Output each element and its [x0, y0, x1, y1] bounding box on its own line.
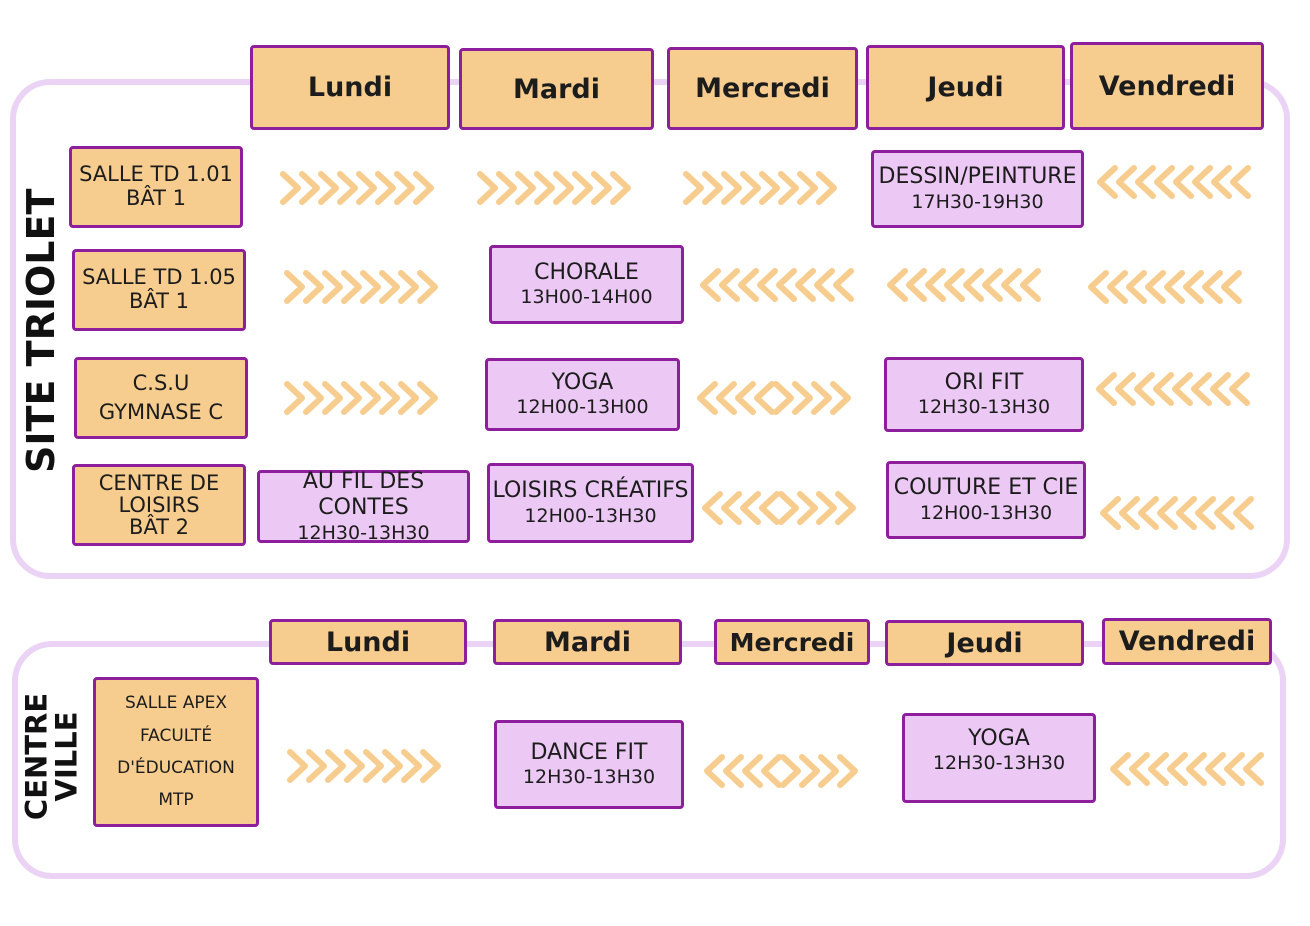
- activity-title: COUTURE ET CIE: [893, 475, 1079, 501]
- arrow-converge-chevrons-icon: [699, 487, 864, 529]
- arrow-left-chevrons-icon: [697, 264, 862, 306]
- day-header-jeudi: Jeudi: [885, 620, 1084, 666]
- day-header-mercredi: Mercredi: [714, 619, 870, 665]
- day-header-jeudi: Jeudi: [866, 45, 1065, 130]
- room-line: LOISIRS: [118, 492, 200, 517]
- site-triolet-label: SITE TRIOLET: [19, 188, 64, 473]
- arrow-right-chevrons-icon: [284, 745, 449, 787]
- activity-title: AU FIL DES CONTES: [302, 468, 425, 521]
- day-header-mardi: Mardi: [459, 48, 654, 130]
- activity-hours: 12H30-13H30: [522, 766, 656, 789]
- arrow-left-chevrons-icon: [1097, 492, 1262, 534]
- arrow-converge-chevrons-icon: [701, 750, 866, 792]
- room-line: BÂT 2: [128, 515, 189, 540]
- activity-chorale[interactable]: CHORALE 13H00-14H00: [489, 245, 684, 324]
- arrow-left-chevrons-icon: [1094, 161, 1259, 203]
- activity-hours: 12H30-13H30: [917, 396, 1051, 419]
- activity-hours: 12H30-13H30: [297, 521, 430, 544]
- arrow-left-chevrons-icon: [1107, 748, 1272, 790]
- arrow-right-chevrons-icon: [680, 167, 845, 209]
- room-centre-loisirs: CENTRE DE LOISIRS BÂT 2: [72, 464, 246, 546]
- day-header-lundi: Lundi: [250, 45, 450, 130]
- room-line: SALLE TD 1.05: [82, 265, 236, 290]
- day-header-vendredi: Vendredi: [1070, 42, 1264, 130]
- activity-hours: 17H30-19H30: [911, 190, 1044, 213]
- activity-hours: 13H00-14H00: [520, 286, 653, 309]
- room-salle-td-105: SALLE TD 1.05 BÂT 1: [72, 249, 246, 331]
- arrow-left-chevrons-icon: [1085, 266, 1250, 308]
- activity-dessin-peinture[interactable]: DESSIN/PEINTURE 17H30-19H30: [871, 150, 1084, 228]
- activity-ori-fit[interactable]: ORI FIT 12H30-13H30: [884, 357, 1084, 432]
- room-line: CENTRE DE: [98, 470, 220, 495]
- day-header-lundi: Lundi: [269, 619, 467, 665]
- day-header-mercredi: Mercredi: [667, 47, 858, 130]
- arrow-left-chevrons-icon: [884, 264, 1049, 306]
- room-line: BÂT 1: [128, 289, 189, 313]
- activity-title: YOGA: [551, 369, 614, 395]
- room-line: GYMNASE C: [98, 400, 224, 424]
- activity-au-fil-des-contes[interactable]: AU FIL DES CONTES 12H30-13H30: [257, 468, 470, 544]
- activity-title: DANCE FIT: [530, 739, 648, 765]
- activity-title: DESSIN/PEINTURE: [878, 164, 1077, 190]
- activity-hours: 12H30-13H30: [932, 752, 1066, 775]
- arrow-converge-chevrons-icon: [694, 377, 859, 419]
- centre-ville-label-line2: VILLE: [50, 711, 84, 802]
- activity-title: CHORALE: [534, 259, 639, 285]
- activity-dance-fit[interactable]: DANCE FIT 12H30-13H30: [494, 720, 684, 809]
- activity-couture-et-cie[interactable]: COUTURE ET CIE 12H00-13H30: [886, 461, 1086, 539]
- activity-loisirs-creatifs[interactable]: LOISIRS CRÉATIFS 12H00-13H30: [487, 463, 694, 543]
- activity-hours: 12H00-13H30: [524, 504, 657, 527]
- room-line: MTP: [158, 790, 194, 811]
- day-header-vendredi: Vendredi: [1102, 618, 1272, 665]
- room-line: BÂT 1: [125, 186, 186, 210]
- room-line: C.S.U: [132, 370, 190, 395]
- arrow-right-chevrons-icon: [474, 167, 639, 209]
- centre-ville-label: CENTRE VILLE: [19, 691, 84, 821]
- activity-yoga[interactable]: YOGA 12H30-13H30: [902, 713, 1096, 803]
- activity-title: ORI FIT: [944, 369, 1024, 395]
- room-line: D'ÉDUCATION: [117, 758, 235, 778]
- arrow-right-chevrons-icon: [281, 266, 446, 308]
- room-salle-td-101: SALLE TD 1.01 BÂT 1: [69, 146, 243, 228]
- activity-title: LOISIRS CRÉATIFS: [492, 478, 689, 504]
- arrow-right-chevrons-icon: [277, 167, 442, 209]
- room-csu-gymnase: C.S.U GYMNASE C: [74, 357, 248, 439]
- room-line: SALLE TD 1.01: [79, 162, 233, 187]
- room-salle-apex: SALLE APEX FACULTÉ D'ÉDUCATION MTP: [93, 677, 259, 827]
- activity-hours: 12H00-13H00: [516, 396, 649, 419]
- day-header-mardi: Mardi: [493, 619, 682, 665]
- arrow-right-chevrons-icon: [281, 377, 446, 419]
- room-line: FACULTÉ: [139, 725, 213, 746]
- activity-title: YOGA: [968, 726, 1030, 751]
- arrow-left-chevrons-icon: [1093, 368, 1258, 410]
- activity-hours: 12H00-13H30: [919, 501, 1053, 524]
- room-line: SALLE APEX: [124, 693, 228, 714]
- activity-yoga[interactable]: YOGA 12H00-13H00: [485, 358, 680, 431]
- centre-ville-label-line1: CENTRE: [19, 692, 54, 821]
